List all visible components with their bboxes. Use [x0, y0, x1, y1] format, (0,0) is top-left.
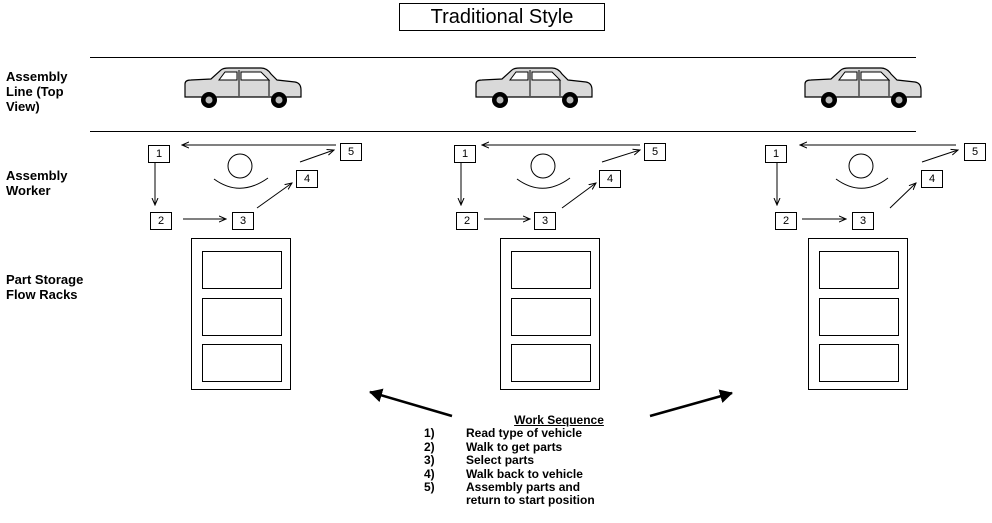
assembly-line-label-line1: Assembly	[6, 69, 68, 84]
assembly-line-label: Assembly Line (Top View)	[6, 69, 67, 114]
work-sequence-heading: Work Sequence	[514, 413, 604, 427]
work-sequence-step: 3) Select parts	[424, 453, 664, 468]
step-number: 2)	[424, 439, 435, 454]
step-2-box: 2	[150, 212, 172, 230]
step-text: return to start position	[466, 493, 595, 508]
step-3-box: 3	[534, 212, 556, 230]
arrow-icon	[921, 150, 958, 163]
flow-rack-icon	[808, 238, 908, 390]
arrow-icon	[256, 183, 292, 209]
work-sequence-step: 2) Walk to get parts	[424, 439, 664, 454]
flow-rack-icon	[500, 238, 600, 390]
step-4-box: 4	[296, 170, 318, 188]
worker-icon	[848, 153, 874, 179]
assembly-worker-label-line1: Assembly	[6, 168, 68, 183]
step-number: 3)	[424, 453, 435, 468]
rack-shelf	[202, 251, 282, 289]
step-number: 1)	[424, 426, 435, 441]
station-1-flow-arrows	[155, 145, 336, 219]
step-number	[424, 494, 466, 507]
diagram-title: Traditional Style	[399, 3, 605, 31]
step-text: Walk back to vehicle	[466, 466, 583, 481]
step-number: 4)	[424, 466, 435, 481]
rack-shelf	[202, 344, 282, 382]
worker-icon	[227, 153, 253, 179]
worker-arms-arc	[516, 177, 571, 189]
assembly-line-label-line3: View)	[6, 99, 40, 114]
rack-shelf	[819, 298, 899, 336]
step-5-box: 5	[644, 143, 666, 161]
assembly-line-top-border	[90, 57, 916, 58]
work-sequence: Work Sequence 1) Read type of vehicle 2)…	[424, 413, 664, 508]
step-2-box: 2	[775, 212, 797, 230]
arrow-icon	[889, 183, 916, 209]
step-1-box: 1	[454, 145, 476, 163]
rack-shelf	[511, 251, 591, 289]
assembly-worker-label: Assembly Worker	[6, 168, 67, 198]
work-sequence-step: return to start position	[424, 493, 664, 508]
assembly-worker-label-line2: Worker	[6, 183, 51, 198]
car-icon	[184, 67, 302, 108]
worker-arms-arc	[213, 177, 269, 189]
car-icon	[804, 67, 922, 108]
work-sequence-step: 5) Assembly parts and	[424, 480, 664, 495]
station-3-flow-arrows	[777, 145, 958, 219]
work-sequence-step: 1) Read type of vehicle	[424, 426, 664, 441]
car-icon	[475, 67, 593, 108]
step-3-box: 3	[232, 212, 254, 230]
step-3-box: 3	[852, 212, 874, 230]
step-5-box: 5	[340, 143, 362, 161]
flow-rack-icon	[191, 238, 291, 390]
part-storage-label-line2: Flow Racks	[6, 287, 78, 302]
step-text: Assembly parts and	[466, 480, 581, 495]
assembly-line-label-line2: Line (Top	[6, 84, 64, 99]
step-5-box: 5	[964, 143, 986, 161]
step-4-box: 4	[921, 170, 943, 188]
station-2-flow-arrows	[461, 145, 640, 219]
rack-shelf	[511, 344, 591, 382]
station-2: 1 2 3 4 5	[454, 0, 754, 523]
rack-shelf	[819, 344, 899, 382]
worker-arms-arc	[835, 177, 889, 189]
arrow-icon	[299, 150, 334, 163]
step-1-box: 1	[765, 145, 787, 163]
step-text: Select parts	[466, 453, 535, 468]
step-text: Walk to get parts	[466, 439, 563, 454]
step-number: 5)	[424, 480, 435, 495]
part-storage-label-line1: Part Storage	[6, 272, 84, 287]
worker-icon	[530, 153, 556, 179]
step-text: Read type of vehicle	[466, 426, 583, 441]
station-1: 1 2 3 4 5	[145, 0, 445, 523]
work-sequence-step: 4) Walk back to vehicle	[424, 466, 664, 481]
arrow-icon	[369, 388, 453, 418]
step-1-box: 1	[148, 145, 170, 163]
part-storage-label: Part Storage Flow Racks	[6, 272, 83, 302]
step-4-box: 4	[599, 170, 621, 188]
arrow-icon	[601, 150, 640, 163]
assembly-line-bottom-border	[90, 131, 916, 132]
arrow-icon	[561, 183, 596, 209]
step-2-box: 2	[456, 212, 478, 230]
station-3: 1 2 3 4 5	[765, 0, 992, 523]
rack-shelf	[819, 251, 899, 289]
rack-shelf	[202, 298, 282, 336]
arrow-icon	[649, 389, 733, 418]
rack-shelf	[511, 298, 591, 336]
